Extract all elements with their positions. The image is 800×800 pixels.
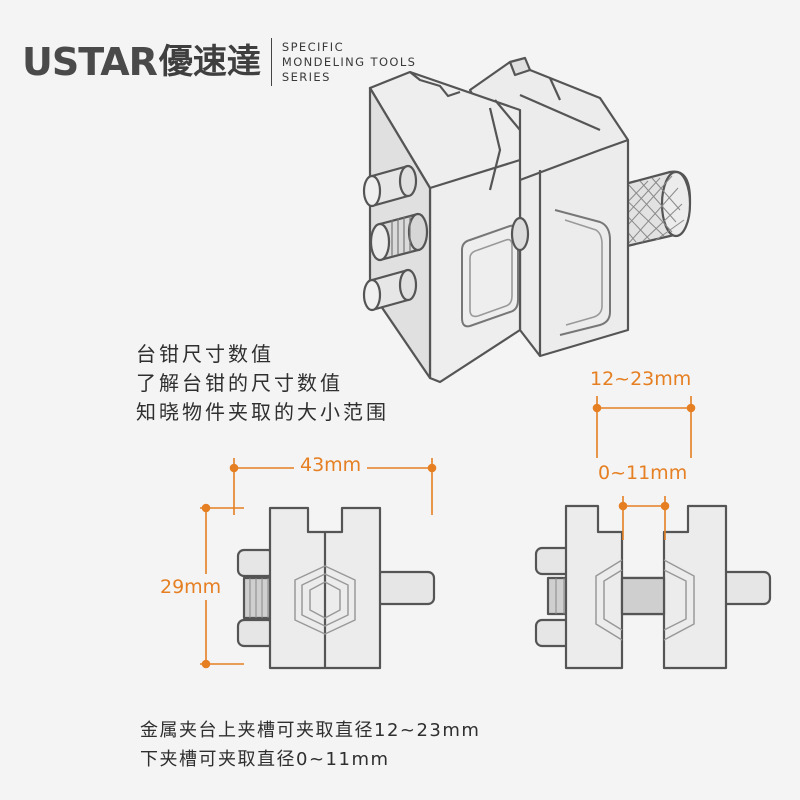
feature-description: 台钳尺寸数值 了解台钳的尺寸数值 知晓物件夹取的大小范围	[136, 340, 389, 427]
left-pins	[362, 164, 429, 312]
front-view-open	[534, 504, 772, 670]
front-view-closed	[236, 506, 436, 670]
brand-logo: USTAR	[22, 40, 158, 84]
feature-line: 知晓物件夹取的大小范围	[136, 400, 389, 424]
feature-line: 了解台钳的尺寸数值	[136, 371, 343, 395]
dim-height-label: 29mm	[160, 574, 222, 600]
brand-header: USTAR 優速達 SPECIFIC MONDELING TOOLS SERIE…	[22, 32, 416, 92]
capacity-notes: 金属夹台上夹槽可夹取直径12~23mm 下夹槽可夹取直径0~11mm	[140, 716, 480, 774]
brand-tagline: SPECIFIC MONDELING TOOLS SERIES	[282, 40, 417, 85]
brand-divider	[270, 38, 272, 86]
tagline-line: SPECIFIC	[281, 39, 345, 54]
dim-width-label: 43mm	[294, 454, 368, 476]
dim-lower-slot-label: 0~11mm	[598, 462, 688, 484]
knurled-knob	[608, 170, 692, 252]
dim-upper-slot-label: 12~23mm	[590, 368, 692, 390]
tagline-line: MONDELING TOOLS	[281, 54, 417, 69]
note-line: 下夹槽可夹取直径0~11mm	[140, 749, 390, 770]
feature-line: 台钳尺寸数值	[136, 342, 274, 366]
tagline-line: SERIES	[281, 69, 331, 84]
note-line: 金属夹台上夹槽可夹取直径12~23mm	[140, 720, 481, 741]
brand-name-cn: 優速達	[158, 42, 261, 82]
